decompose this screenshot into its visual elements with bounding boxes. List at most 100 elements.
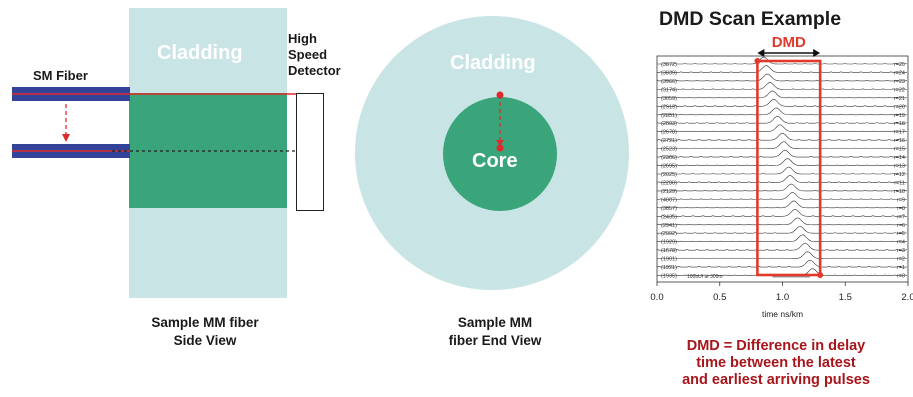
row-right-label: r=17 (894, 130, 905, 136)
row-left-label: (2919) (661, 104, 677, 110)
side-cladding-label: Cladding (157, 42, 243, 64)
pulse-trace (656, 217, 907, 226)
row-left-label: (2092) (661, 231, 677, 237)
dmd-window (756, 59, 822, 277)
pulse-trace (656, 73, 908, 82)
row-right-label: r=13 (894, 164, 905, 170)
pulse-trace (656, 234, 907, 242)
x-tick-label: 0.5 (713, 292, 726, 303)
row-right-label: r=24 (894, 70, 905, 76)
row-left-label: (2523) (661, 147, 677, 153)
end-cladding-label: Cladding (450, 52, 536, 74)
row-right-label: r=16 (894, 138, 905, 144)
pulse-trace (656, 251, 907, 259)
row-right-label: r=22 (894, 87, 905, 93)
pulse-trace (656, 200, 908, 209)
row-left-label: (1678) (661, 248, 677, 254)
row-left-label: (2280) (661, 180, 677, 186)
row-right-label: r=15 (894, 147, 905, 153)
row-left-label: (2366) (661, 155, 677, 161)
x-tick-label: 2.0 (901, 292, 913, 303)
row-left-label: (3174) (661, 87, 677, 93)
row-left-label: (2678) (661, 130, 677, 136)
row-left-label: (3059) (661, 96, 677, 102)
pulse-trace (656, 226, 908, 234)
row-left-label: (2803) (661, 121, 677, 127)
row-right-label: r=1 (897, 265, 905, 271)
pulse-trace (656, 115, 908, 124)
pulse-trace (657, 166, 907, 175)
plot-frame (656, 55, 909, 283)
row-left-label: (2695) (661, 164, 677, 170)
row-left-label: (1929) (661, 240, 677, 246)
pulse-trace (657, 56, 908, 65)
sm-fiber-label: SM Fiber (33, 68, 88, 83)
row-left-label: (2129) (661, 189, 677, 195)
row-right-label: r=11 (894, 180, 905, 186)
row-right-label: r=5 (897, 231, 905, 237)
row-right-label: r=10 (894, 189, 905, 195)
x-axis-label: time ns/km (762, 309, 803, 319)
row-left-label: (1921) (661, 265, 677, 271)
row-right-label: r=21 (894, 96, 905, 102)
end-view: Cladding Core Sample MM fiber End View (350, 0, 640, 397)
row-left-label: (2721) (661, 138, 677, 144)
pulse-trace (656, 99, 908, 107)
row-right-label: r=2 (897, 257, 905, 263)
row-right-label: r=3 (897, 248, 905, 254)
dmd-earliest-marker (754, 58, 761, 64)
row-right-label: r=19 (894, 113, 905, 119)
end-view-diagram (355, 16, 629, 290)
x-tick-label: 1.5 (839, 292, 852, 303)
row-left-label: (1935) (661, 274, 677, 280)
row-left-label: (3839) (661, 70, 677, 76)
row-right-label: r=7 (897, 214, 905, 220)
pulse-trace (656, 132, 907, 141)
row-left-label: (4007) (661, 197, 677, 203)
x-tick-label: 0.0 (650, 292, 663, 303)
pulse-trace (656, 175, 907, 183)
dmd-arrow-right-head (813, 49, 821, 57)
pulse-trace (656, 107, 907, 116)
scan-arrow-head (62, 134, 70, 142)
row-right-label: r=25 (894, 62, 905, 68)
end-view-caption: Sample MM fiber End View (448, 315, 542, 348)
pulse-trace (656, 90, 907, 99)
row-right-label: r=12 (894, 172, 905, 178)
row-right-label: r=18 (894, 121, 905, 127)
row-left-label: (1901) (661, 257, 677, 263)
pulse-trace (656, 158, 908, 166)
row-left-label: (2025) (661, 172, 677, 178)
row-right-label: r=8 (897, 206, 905, 212)
end-scan-start (496, 91, 504, 99)
dmd-latest-marker (817, 272, 824, 278)
footnote: 100bUI at 300m (687, 274, 723, 280)
high-speed-detector (296, 93, 324, 211)
pulse-trace (656, 141, 908, 149)
x-tick-label: 1.0 (776, 292, 789, 303)
pulse-trace (656, 192, 907, 200)
pulse-trace (656, 124, 907, 132)
row-left-label: (2435) (661, 214, 677, 220)
side-view: Cladding SM Fiber High Speed Detector Sa… (0, 0, 360, 397)
pulse-trace (656, 259, 907, 268)
pulse-trace (656, 242, 908, 251)
row-left-label: (3857) (661, 206, 677, 212)
dmd-arrow-left-head (757, 49, 765, 57)
row-left-label: (2851) (661, 113, 677, 119)
row-left-label: (3966) (661, 79, 677, 85)
chart-title: DMD Scan Example (659, 8, 842, 30)
end-core-label: Core (472, 150, 518, 172)
pulse-trace (656, 65, 907, 73)
end-core (443, 97, 557, 211)
row-right-label: r=14 (894, 155, 905, 161)
pulse-trace (656, 149, 907, 158)
detector-label: High Speed Detector (288, 31, 341, 78)
row-right-label: r=0 (897, 274, 905, 280)
pulse-trace (656, 82, 907, 90)
row-right-label: r=20 (894, 104, 905, 110)
dmd-caption: DMD = Difference in delay time between t… (682, 338, 870, 388)
row-right-label: r=9 (897, 197, 905, 203)
pulse-trace (656, 208, 907, 217)
